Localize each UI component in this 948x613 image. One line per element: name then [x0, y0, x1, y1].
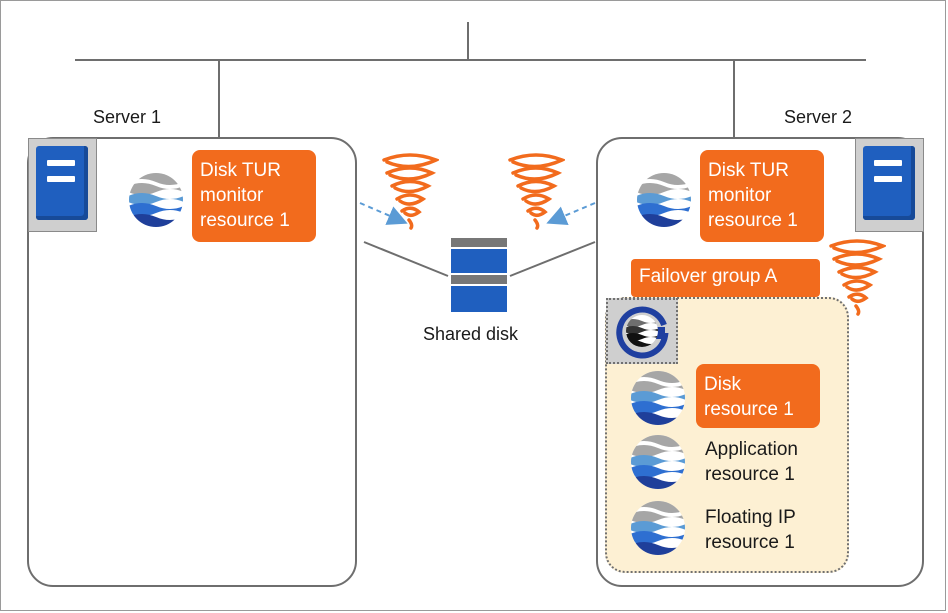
resource-label-line: Floating IP	[705, 507, 796, 528]
server2-monitor-arrow	[546, 202, 596, 225]
group-icon-box	[606, 298, 678, 364]
resource-label-line: resource 1	[705, 464, 795, 485]
tornado-icon	[829, 239, 886, 316]
tornado-icon	[508, 153, 565, 230]
server2-icon-box	[855, 138, 924, 232]
server1-icon-box	[28, 138, 97, 232]
group-icon	[616, 306, 669, 359]
shared-disk-label: Shared disk	[423, 324, 519, 344]
resource-label-line: resource 1	[704, 399, 794, 420]
monitor-label-server1: Disk TUR monitor resource 1	[192, 150, 316, 242]
server1-monitor-arrow	[359, 202, 408, 225]
resource-icon	[129, 173, 183, 227]
monitor-label-line: monitor	[708, 185, 772, 206]
tornado-icon	[382, 153, 439, 230]
resource-label-line: resource 1	[705, 532, 795, 553]
resource-icon	[631, 435, 685, 489]
monitor-label-line: Disk TUR	[200, 160, 281, 181]
monitor-label-line: resource 1	[200, 210, 290, 231]
server2-label: Server 2	[784, 107, 853, 127]
floating-ip-resource-label: Floating IP resource 1	[705, 505, 796, 555]
server2-disk-link	[509, 241, 596, 277]
disk-resource-label: Disk resource 1	[696, 364, 820, 428]
monitor-label-line: Disk TUR	[708, 160, 789, 181]
resource-label-line: Application	[705, 439, 798, 460]
resource-label-line: Disk	[704, 374, 741, 395]
disk-icon	[451, 238, 507, 312]
server1-disk-link	[363, 241, 449, 277]
monitor-label-line: resource 1	[708, 210, 798, 231]
server-icon	[36, 146, 88, 220]
monitor-label-line: monitor	[200, 185, 264, 206]
resource-icon	[631, 371, 685, 425]
application-resource-label: Application resource 1	[705, 437, 798, 487]
monitor-label-server2: Disk TUR monitor resource 1	[700, 150, 824, 242]
failover-group-label: Failover group A	[631, 259, 820, 297]
server1-label: Server 1	[93, 107, 162, 127]
server-icon	[863, 146, 915, 220]
resource-icon	[631, 501, 685, 555]
resource-icon	[637, 173, 691, 227]
